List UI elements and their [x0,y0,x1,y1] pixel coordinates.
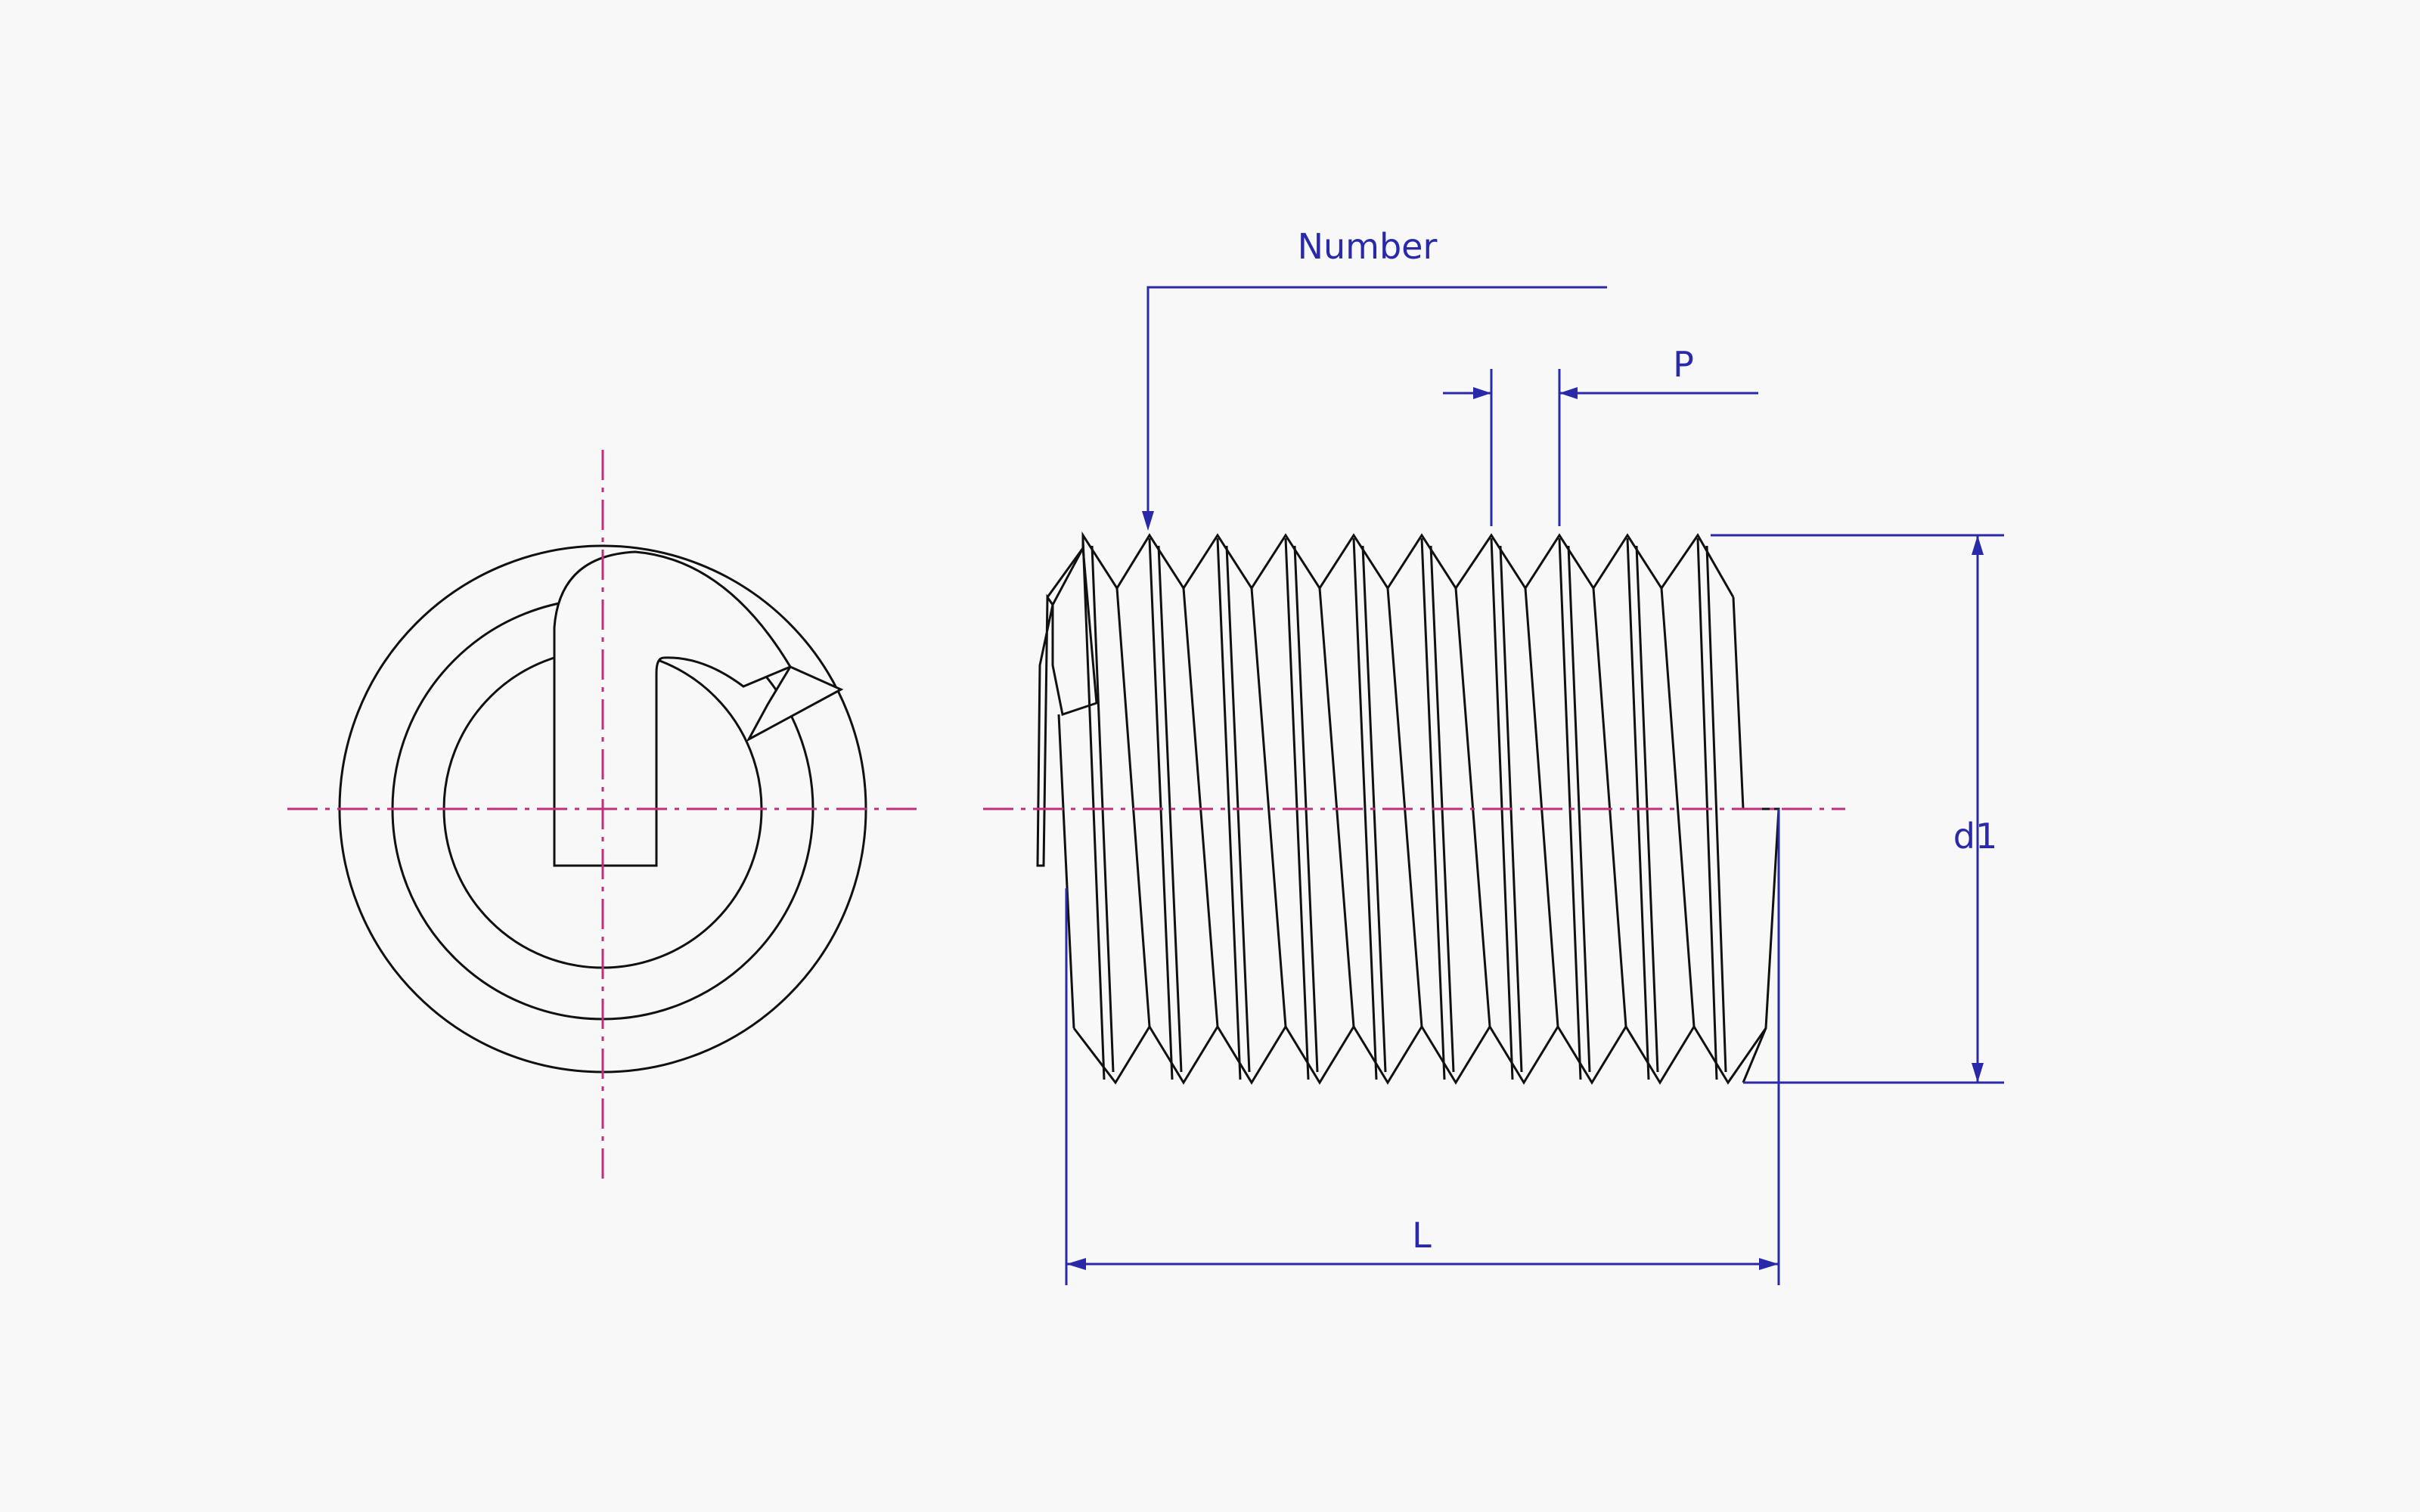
thread-crest-line [1352,538,1378,1080]
number-label: Number [1298,226,1438,267]
pitch-label: P [1673,344,1694,385]
thread-root-line [1524,587,1559,1027]
thread-root-line [1318,587,1355,1027]
end-view-centerlines [287,450,919,1183]
thread-root-line [1454,587,1491,1027]
thread-root-line [1250,587,1287,1027]
end-view-notch [746,665,844,742]
end-view-tang [553,550,793,867]
thread-crest-line [1216,538,1242,1080]
side-left-edge [1057,714,1075,1029]
diameter-label: d1 [1953,816,1997,857]
length-label: L [1412,1215,1432,1256]
thread-root-line [1660,587,1696,1027]
top-thread-profile [1046,531,1735,598]
thread-crest-line [1157,545,1183,1073]
thread-root-line [1592,587,1627,1027]
thread-crest-line [1705,545,1727,1073]
side-tang-edge [1036,593,1054,867]
thread-root-line [1386,587,1423,1027]
dimension-lines [1065,286,2004,1285]
thread-crest-line [1567,545,1591,1073]
thread-root-line [1115,587,1151,1027]
side-tang-end [1051,544,1098,716]
side-right-end [1732,596,1780,1083]
thread-root-line [1182,587,1219,1027]
bottom-thread-profile [1072,1024,1767,1085]
